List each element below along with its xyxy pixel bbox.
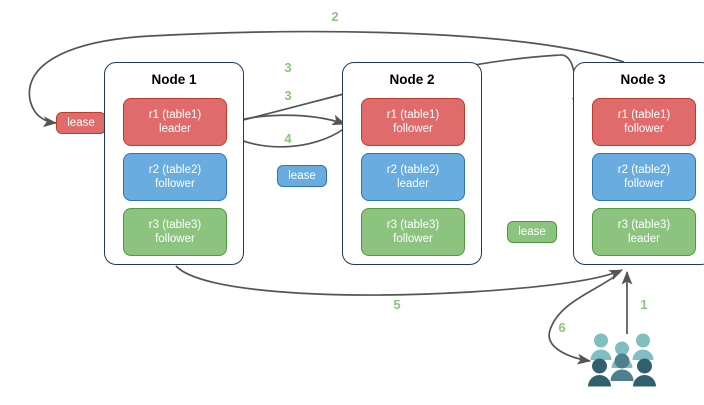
replica-n3r3[interactable]: r3 (table3) leader: [592, 208, 696, 256]
replica-name: r2 (table2): [148, 164, 202, 176]
lease-box-green[interactable]: lease: [507, 221, 557, 243]
replica-name: r2 (table2): [617, 164, 671, 176]
step-label-2: 2: [331, 9, 339, 24]
replica-n1r1[interactable]: r1 (table1) leader: [123, 98, 227, 146]
replica-name: r2 (table2): [386, 164, 440, 176]
node-box-node3[interactable]: Node 3 r1 (table1) follower r2 (table2) …: [573, 62, 704, 265]
replica-role: follower: [393, 123, 433, 135]
replica-role: follower: [155, 233, 195, 245]
replica-role: follower: [393, 233, 433, 245]
lease-label: lease: [67, 117, 95, 129]
step-label-4: 4: [284, 131, 292, 146]
replica-role: leader: [628, 233, 660, 245]
step-label-3b: 3: [284, 88, 292, 103]
step-label-6: 6: [558, 320, 566, 335]
replica-name: r3 (table3): [148, 219, 202, 231]
replica-name: r1 (table1): [148, 109, 202, 121]
replica-role: follower: [155, 178, 195, 190]
step-label-5: 5: [393, 297, 401, 312]
replica-n1r2[interactable]: r2 (table2) follower: [123, 153, 227, 201]
node-box-node2[interactable]: Node 2 r1 (table1) follower r2 (table2) …: [342, 62, 482, 265]
replica-name: r1 (table1): [617, 109, 671, 121]
replica-n2r1[interactable]: r1 (table1) follower: [361, 98, 465, 146]
replica-role: leader: [397, 178, 429, 190]
replica-n2r2[interactable]: r2 (table2) leader: [361, 153, 465, 201]
lease-label: lease: [288, 170, 316, 182]
step-label-1: 1: [640, 297, 648, 312]
replica-n3r1[interactable]: r1 (table1) follower: [592, 98, 696, 146]
node-box-node1[interactable]: Node 1 r1 (table1) leader r2 (table2) fo…: [104, 62, 244, 265]
node-title: Node 1: [151, 72, 197, 87]
node-title: Node 3: [620, 72, 666, 87]
lease-box-red[interactable]: lease: [56, 112, 106, 134]
lease-label: lease: [518, 226, 546, 238]
lease-box-blue[interactable]: lease: [277, 165, 327, 187]
replica-role: follower: [624, 178, 664, 190]
replica-role: leader: [159, 123, 191, 135]
users-group-icon: [588, 333, 656, 387]
replica-n3r2[interactable]: r2 (table2) follower: [592, 153, 696, 201]
replica-n2r3[interactable]: r3 (table3) follower: [361, 208, 465, 256]
replica-n1r3[interactable]: r3 (table3) follower: [123, 208, 227, 256]
replica-name: r3 (table3): [617, 219, 671, 231]
replica-name: r1 (table1): [386, 109, 440, 121]
node-title: Node 2: [389, 72, 435, 87]
replica-name: r3 (table3): [386, 219, 440, 231]
replica-role: follower: [624, 123, 664, 135]
step-label-3a: 3: [284, 60, 292, 75]
edge-5: [175, 265, 623, 296]
